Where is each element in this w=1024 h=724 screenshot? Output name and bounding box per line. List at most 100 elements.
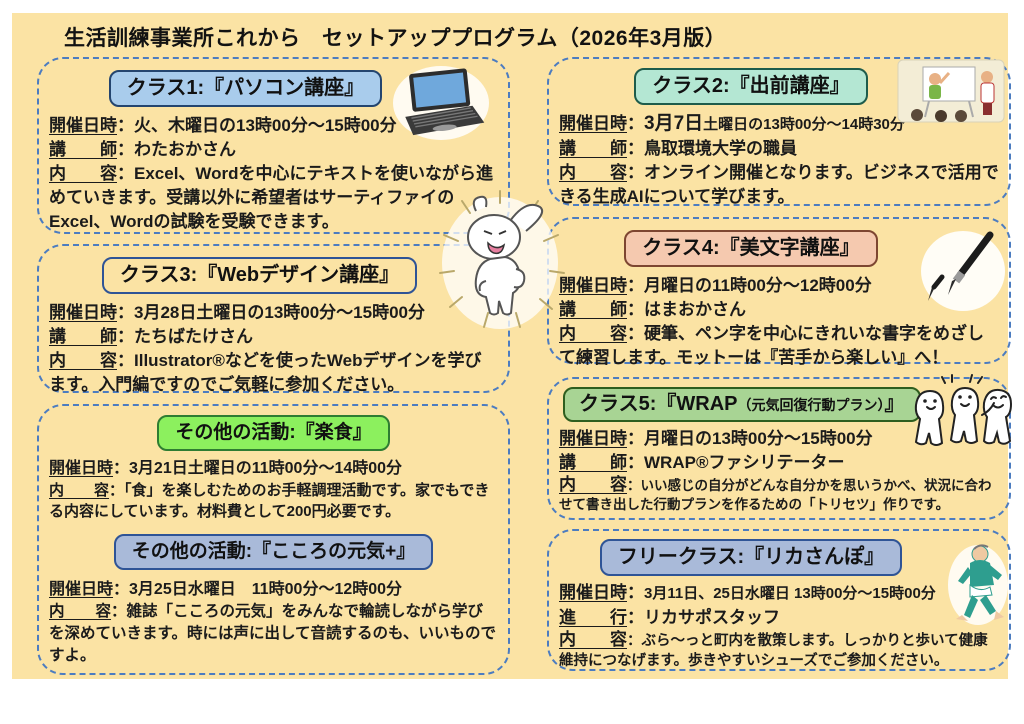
- teacher-label: 講 師: [559, 139, 627, 158]
- laptop-icon: [393, 66, 489, 140]
- class5-panel: クラス5:『WRAP（元気回復行動プラン）』 開催日時：月曜日の13時00分～1…: [547, 377, 1011, 520]
- free-leader: リカサポスタッフ: [644, 608, 780, 627]
- class1-content-row: 内 容：Excel、Wordを中心にテキストを使いながら進めていきます。受講以外…: [49, 162, 498, 234]
- class3-teacher-row: 講 師：たちばたけさん: [49, 325, 498, 349]
- class2-schedule-date: 3月7日: [644, 113, 704, 134]
- schedule-label: 開催日時: [559, 114, 627, 133]
- colon: ：: [117, 164, 134, 183]
- content-label: 内 容: [559, 324, 627, 343]
- class3-content-row: 内 容：Illustrator®などを使ったWebデザインを学びます。入門編です…: [49, 349, 498, 397]
- class1-panel: クラス1:『パソコン講座』 開催日時：火、木曜日の13時00分～15時00分 講…: [37, 57, 510, 234]
- free-schedule-row: 開催日時：3月11日、25日水曜日 13時00分～15時00分: [559, 581, 999, 606]
- kokoro-content: 雑誌「こころの元気」をみんなで輪読しながら学びを深めていきます。時には声に出して…: [49, 602, 497, 664]
- colon: ：: [627, 453, 644, 472]
- brush-illustration: [921, 231, 1005, 311]
- poster-canvas: 生活訓練事業所これから セットアッププログラム（2026年3月版） クラス1:『…: [12, 13, 1013, 679]
- schedule-label: 開催日時: [559, 583, 627, 602]
- rakusyoku-schedule-row: 開催日時：3月21日土曜日の11時00分～14時00分: [49, 457, 498, 480]
- free-content: ぶら～っと町内を散策します。しっかりと歩いて健康維持につなげます。歩きやすいシュ…: [559, 633, 988, 669]
- other-activities-panel: その他の活動:『楽食』 開催日時：3月21日土曜日の11時00分～14時00分 …: [37, 404, 510, 675]
- class4-panel: クラス4:『美文字講座』 開催日時：月曜日の11時00分～12時00分 講 師：…: [547, 217, 1011, 367]
- class5-content-row: 内 容：いい感じの自分がどんな自分かを思いうかべ、状況に合わせて書き出した行動プ…: [559, 475, 999, 514]
- free-class-panel: フリークラス:『リカさんぽ』 開催日時：3月11日、25日水曜日 13時00分～…: [547, 529, 1011, 671]
- colon: ：: [109, 481, 125, 499]
- class2-content-row: 内 容：オンライン開催となります。ビジネスで活用できる生成AIについて学びます。: [559, 161, 999, 209]
- class4-content-row: 内 容：硬筆、ペン字を中心にきれいな書字をめざして練習します。モットーは『苦手か…: [559, 322, 999, 370]
- colon: ：: [627, 163, 644, 182]
- rakusyoku-header: その他の活動:『楽食』: [157, 415, 390, 451]
- class2-teacher-row: 講 師：鳥取環境大学の職員: [559, 137, 999, 161]
- free-leader-row: 進 行：リカサポスタッフ: [559, 606, 999, 630]
- walker-illustration: [948, 544, 1008, 625]
- rabbit-mascot-illustration: [439, 190, 565, 329]
- class3-teacher: たちばたけさん: [134, 327, 253, 346]
- class1-schedule: 火、木曜日の13時00分～15時00分: [134, 116, 397, 135]
- content-label: 内 容: [559, 163, 627, 182]
- free-class-header: フリークラス:『リカさんぽ』: [599, 539, 903, 576]
- schedule-label: 開催日時: [559, 429, 627, 448]
- rakusyoku-schedule: 3月21日土曜日の11時00分～14時00分: [129, 459, 403, 477]
- schedule-label: 開催日時: [49, 116, 117, 135]
- schedule-label: 開催日時: [49, 303, 117, 322]
- colon: ：: [627, 324, 644, 343]
- kokoro-content-row: 内 容：雑誌「こころの元気」をみんなで輪読しながら学びを深めていきます。時には声…: [49, 601, 498, 667]
- colon: ：: [627, 300, 644, 319]
- free-schedule: 3月11日、25日水曜日 13時00分～15時00分: [644, 585, 936, 602]
- class5-schedule-row: 開催日時：月曜日の13時00分～15時00分: [559, 427, 999, 451]
- colon: ：: [627, 478, 641, 493]
- class4-header: クラス4:『美文字講座』: [624, 230, 878, 267]
- class1-schedule-row: 開催日時：火、木曜日の13時00分～15時00分: [49, 114, 498, 138]
- kokoro-header: その他の活動:『こころの元気+』: [113, 533, 434, 570]
- kokoro-schedule: 3月25日水曜日 11時00分～12時00分: [129, 580, 403, 598]
- content-label: 内 容: [49, 481, 110, 499]
- class2-content: オンライン開催となります。ビジネスで活用できる生成AIについて学びます。: [559, 163, 999, 206]
- class4-content: 硬筆、ペン字を中心にきれいな書字をめざして練習します。モットーは『苦手から楽しい…: [559, 324, 984, 367]
- class3-panel: クラス3:『Webデザイン講座』 開催日時：3月28日土曜日の13時00分～15…: [37, 244, 510, 394]
- class3-schedule-row: 開催日時：3月28日土曜日の13時00分～15時00分: [49, 301, 498, 325]
- kokoro-schedule-row: 開催日時：3月25日水曜日 11時00分～12時00分: [49, 578, 498, 601]
- colon: ：: [117, 140, 134, 159]
- colon: ：: [627, 608, 644, 627]
- class2-schedule-time: 土曜日の13時00分～14時30分: [703, 116, 905, 133]
- class1-content: Excel、Wordを中心にテキストを使いながら進めていきます。受講以外に希望者…: [49, 164, 494, 231]
- class1-teacher: わたおかさん: [134, 140, 236, 159]
- content-label: 内 容: [49, 351, 117, 370]
- colon: ：: [113, 580, 130, 598]
- teacher-label: 講 師: [49, 327, 117, 346]
- teacher-label: 講 師: [559, 300, 627, 319]
- colon: ：: [627, 429, 644, 448]
- colon: ：: [117, 116, 134, 135]
- rakusyoku-content-row: 内 容：「食」を楽しむためのお手軽調理活動です。家でもできる内容にしています。材…: [49, 480, 498, 522]
- free-content-row: 内 容：ぶら～っと町内を散策します。しっかりと歩いて健康維持につなげます。歩きや…: [559, 630, 999, 671]
- leader-label: 進 行: [559, 608, 627, 627]
- class2-header: クラス2:『出前講座』: [634, 68, 868, 105]
- class5-header-close: 』: [884, 393, 905, 415]
- class2-panel: クラス2:『出前講座』 開催日時：3月7日土曜日の13時00分～14時30分 講…: [547, 57, 1011, 206]
- rakusyoku-content: 「食」を楽しむためのお手軽調理活動です。家でもできる内容にしています。材料費とし…: [49, 481, 490, 520]
- teacher-label: 講 師: [49, 140, 117, 159]
- class4-teacher: はまおかさん: [644, 300, 746, 319]
- class3-schedule: 3月28日土曜日の13時00分～15時00分: [134, 303, 425, 322]
- colon: ：: [627, 633, 642, 649]
- class2-schedule-row: 開催日時：3月7日土曜日の13時00分～14時30分: [559, 112, 999, 137]
- class3-content: Illustrator®などを使ったWebデザインを学びます。入門編ですのでご気…: [49, 351, 482, 394]
- class5-teacher-row: 講 師：WRAP®ファシリテーター: [559, 451, 999, 475]
- class1-teacher-row: 講 師：わたおかさん: [49, 138, 498, 162]
- page-title: 生活訓練事業所これから セットアッププログラム（2026年3月版）: [64, 27, 727, 50]
- class4-schedule-row: 開催日時：月曜日の11時00分～12時00分: [559, 274, 999, 298]
- colon: ：: [111, 602, 127, 620]
- colon: ：: [117, 303, 134, 322]
- content-label: 内 容: [49, 164, 117, 183]
- colon: ：: [117, 351, 134, 370]
- colon: ：: [627, 583, 644, 602]
- class2-teacher: 鳥取環境大学の職員: [644, 139, 797, 158]
- content-label: 内 容: [49, 602, 112, 620]
- content-label: 内 容: [559, 475, 627, 494]
- colon: ：: [627, 114, 644, 133]
- colon: ：: [117, 327, 134, 346]
- classroom-illustration: [897, 59, 1005, 123]
- class4-schedule: 月曜日の11時00分～12時00分: [644, 276, 872, 295]
- colon: ：: [113, 459, 130, 477]
- class5-teacher: WRAP®ファシリテーター: [644, 453, 845, 472]
- content-label: 内 容: [559, 630, 627, 649]
